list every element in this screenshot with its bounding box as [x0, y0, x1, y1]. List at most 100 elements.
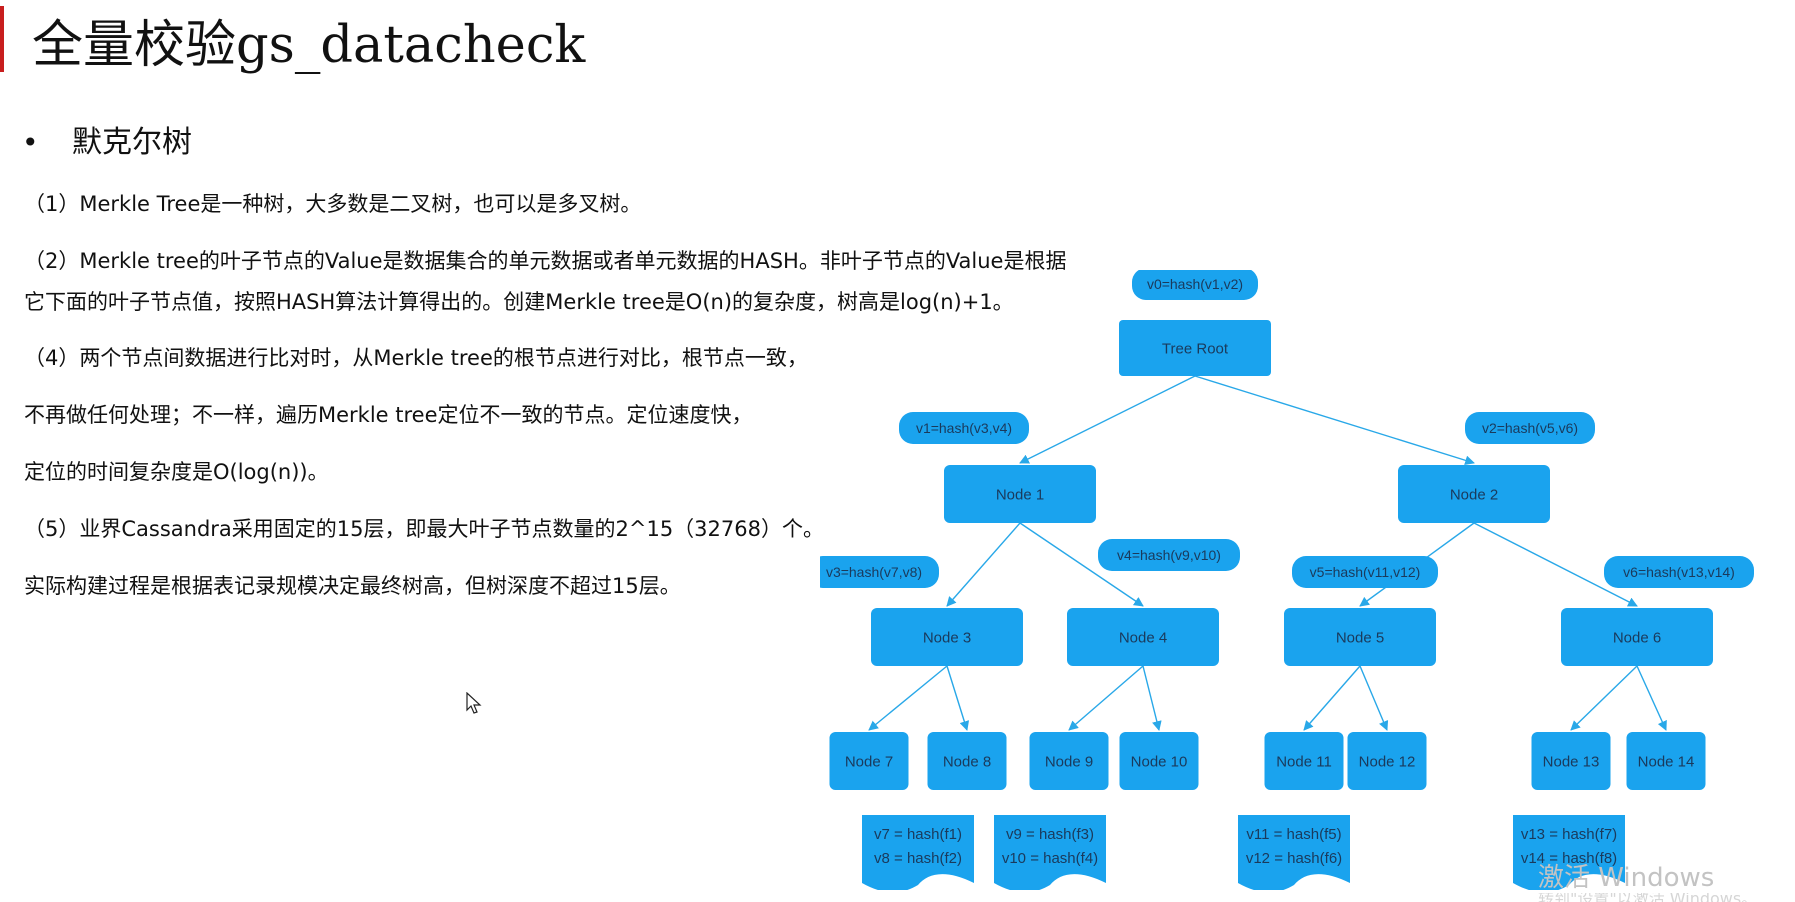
- tree-node-box: [1029, 732, 1109, 790]
- document-line: v7 = hash(f1): [874, 826, 962, 843]
- hash-label-box: [1098, 539, 1240, 571]
- tree-node-label: Node 6: [1613, 629, 1661, 646]
- tree-node-box: [1531, 732, 1611, 790]
- tree-node-label: Node 11: [1276, 753, 1332, 770]
- hash-label-box: [899, 412, 1029, 444]
- hash-label-v0: v0=hash(v1,v2): [1132, 270, 1258, 300]
- tree-node-label: Node 2: [1450, 486, 1498, 503]
- edge-to-node-9: [1068, 665, 1144, 731]
- leaf-data-doc-4: v13 = hash(f7) v14 = hash(f8): [1513, 815, 1625, 890]
- tree-node-box: [1626, 732, 1706, 790]
- edge-to-node-6: [1473, 522, 1638, 607]
- tree-node-box: [871, 608, 1023, 666]
- hash-label-box: [1292, 556, 1438, 588]
- tree-node-label: Node 14: [1638, 753, 1695, 770]
- edge-to-node-4: [1019, 522, 1144, 607]
- document-shape: [1238, 815, 1350, 890]
- paragraph-2-line-2: 它下面的叶子节点值，按照HASH算法计算得出的。创建Merkle tree是O(…: [24, 290, 1014, 314]
- hash-label-box: [1604, 556, 1754, 588]
- hash-label-text: v1=hash(v3,v4): [916, 420, 1012, 436]
- tree-node-label: Node 5: [1336, 629, 1384, 646]
- hash-label-v4: v4=hash(v9,v10): [1098, 539, 1240, 571]
- document-shape: [994, 815, 1106, 890]
- paragraph-4-line-2: 不再做任何处理；不一样，遍历Merkle tree定位不一致的节点。定位速度快，: [24, 403, 753, 427]
- tree-node-node-3: Node 3: [871, 608, 1023, 666]
- paragraph-4-line-3: 定位的时间复杂度是O(log(n))。: [24, 460, 329, 484]
- tree-node-label: Node 7: [845, 753, 893, 770]
- tree-node-box: [1398, 465, 1550, 523]
- tree-node-label: Node 12: [1359, 753, 1416, 770]
- paragraph-5-line-2: 实际构建过程是根据表记录规模决定最终树高，但树深度不超过15层。: [24, 574, 681, 598]
- tree-node-node-14: Node 14: [1626, 732, 1706, 790]
- bullet-symbol: •: [22, 126, 39, 159]
- tree-node-node-2: Node 2: [1398, 465, 1550, 523]
- paragraph-2-line-1: （2）Merkle tree的叶子节点的Value是数据集合的单元数据或者单元数…: [24, 249, 1067, 273]
- hash-label-text: v2=hash(v5,v6): [1482, 420, 1578, 436]
- edge-root-to-node-1: [1019, 375, 1196, 464]
- tree-node-node-13: Node 13: [1531, 732, 1611, 790]
- tree-node-box: [829, 732, 909, 790]
- leaf-data-doc-2: v9 = hash(f3) v10 = hash(f4): [994, 815, 1106, 890]
- tree-node-box: [1347, 732, 1427, 790]
- hash-label-v3: v3=hash(v7,v8): [820, 556, 939, 588]
- paragraph-5-line-1: （5）业界Cassandra采用固定的15层，即最大叶子节点数量的2^15（32…: [24, 517, 824, 541]
- tree-node-node-6: Node 6: [1561, 608, 1713, 666]
- tree-node-node-10: Node 10: [1119, 732, 1199, 790]
- document-line: v13 = hash(f7): [1521, 826, 1617, 843]
- document-line: v11 = hash(f5): [1246, 826, 1341, 843]
- hash-label-text: v3=hash(v7,v8): [826, 564, 922, 580]
- tree-node-box: [1119, 320, 1271, 376]
- hash-label-text: v4=hash(v9,v10): [1117, 547, 1221, 563]
- tree-node-node-7: Node 7: [829, 732, 909, 790]
- hash-label-box: [1465, 412, 1595, 444]
- edge-root-to-node-2: [1194, 375, 1475, 466]
- tree-node-node-12: Node 12: [1347, 732, 1427, 790]
- tree-node-box: [927, 732, 1007, 790]
- edge-to-node-11: [1303, 665, 1361, 731]
- document-line: v14 = hash(f8): [1521, 850, 1617, 867]
- tree-node-label: Node 4: [1119, 629, 1167, 646]
- tree-node-node-4: Node 4: [1067, 608, 1219, 666]
- leaf-data-doc-3: v11 = hash(f5) v12 = hash(f6): [1238, 815, 1350, 890]
- tree-node-box: [1284, 608, 1436, 666]
- tree-node-tree-root: Tree Root: [1119, 320, 1271, 376]
- tree-node-box: [1561, 608, 1713, 666]
- edge-to-node-14: [1636, 665, 1667, 731]
- hash-label-box: [820, 556, 939, 588]
- tree-node-node-8: Node 8: [927, 732, 1007, 790]
- document-line: v10 = hash(f4): [1002, 850, 1098, 867]
- document-line: v12 = hash(f6): [1246, 850, 1342, 867]
- hash-label-text: v5=hash(v11,v12): [1310, 564, 1421, 580]
- leaf-data-doc-1: v7 = hash(f1) v8 = hash(f2): [862, 815, 974, 890]
- tree-node-label: Node 9: [1045, 753, 1093, 770]
- tree-node-box: [1119, 732, 1199, 790]
- edge-to-node-8: [946, 665, 970, 731]
- hash-label-text: v6=hash(v13,v14): [1623, 564, 1735, 580]
- tree-node-box: [1067, 608, 1219, 666]
- edge-to-node-3: [946, 522, 1021, 607]
- slide-title: 全量校验gs_datacheck: [32, 16, 586, 75]
- paragraph-4-line-1: （4）两个节点间数据进行比对时，从Merkle tree的根节点进行对比，根节点…: [24, 346, 808, 370]
- hash-label-v5: v5=hash(v11,v12): [1292, 556, 1438, 588]
- document-line: v9 = hash(f3): [1006, 826, 1094, 843]
- hash-label-v2: v2=hash(v5,v6): [1465, 412, 1595, 444]
- activation-watermark: 激活 Windows: [1538, 863, 1715, 893]
- bullet-item: • 默克尔树: [22, 118, 192, 168]
- edge-to-node-13: [1570, 665, 1638, 731]
- bullet-heading: 默克尔树: [72, 125, 192, 160]
- tree-node-label: Node 13: [1543, 753, 1600, 770]
- mouse-cursor-icon: [466, 692, 482, 714]
- tree-node-node-11: Node 11: [1264, 732, 1344, 790]
- document-line: v8 = hash(f2): [874, 850, 962, 867]
- paragraph-1: （1）Merkle Tree是一种树，大多数是二叉树，也可以是多叉树。: [24, 192, 642, 216]
- hash-label-v1: v1=hash(v3,v4): [899, 412, 1029, 444]
- tree-node-node-5: Node 5: [1284, 608, 1436, 666]
- hash-label-text: v0=hash(v1,v2): [1147, 276, 1243, 292]
- tree-node-label: Node 3: [923, 629, 971, 646]
- tree-node-box: [944, 465, 1096, 523]
- document-shape: [1513, 815, 1625, 890]
- tree-node-label: Node 1: [996, 486, 1044, 503]
- tree-node-box: [1264, 732, 1344, 790]
- tree-node-label: Node 8: [943, 753, 991, 770]
- edge-to-node-12: [1359, 665, 1389, 731]
